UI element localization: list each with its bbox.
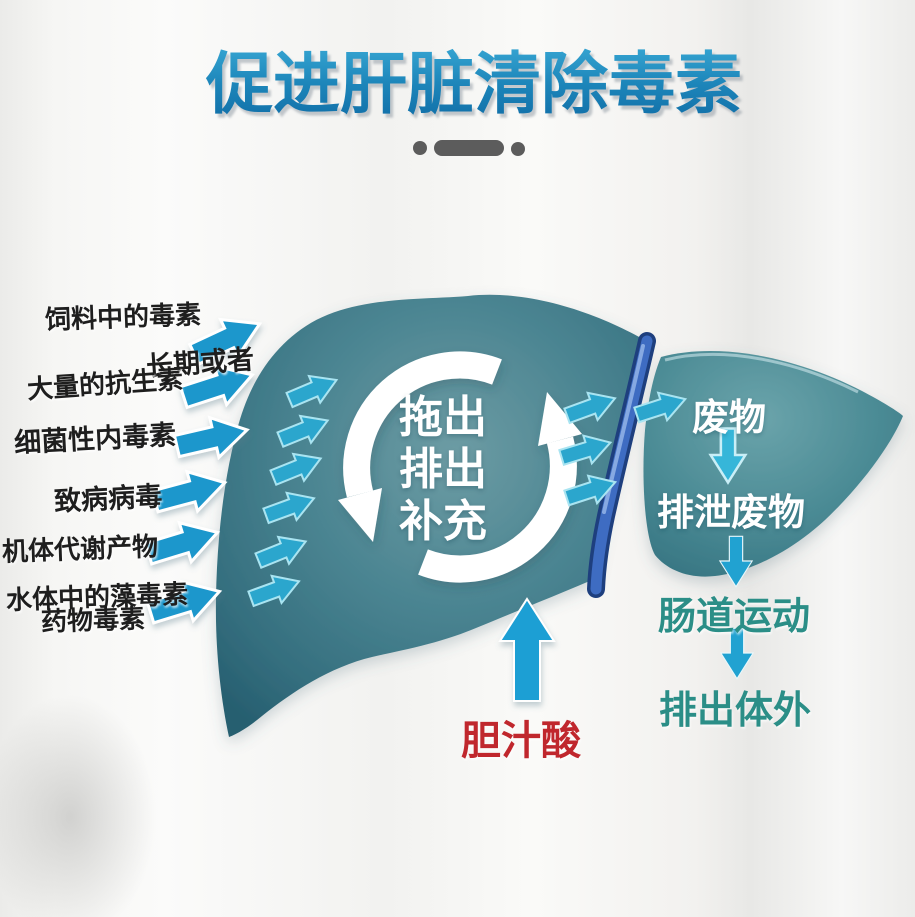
flow-step-excrete-waste: 排泄废物 (657, 491, 805, 534)
cycle-step-3: 补充 (399, 496, 487, 547)
flow-step-expel-body: 排出体外 (659, 688, 812, 732)
liver-right-lobe-highlight (664, 352, 859, 394)
divider-dot-left (413, 141, 427, 155)
liver-left-lobe (215, 294, 648, 737)
toxin-label-algae-line2: 药物毒素 (40, 604, 146, 638)
toxin-label-feed: 饲料中的毒素 (44, 300, 202, 336)
divider-bar (434, 140, 504, 156)
liver-right-lobe (643, 351, 903, 577)
background-shadow-blob (0, 647, 190, 917)
cycle-step-1: 拖出 (399, 392, 487, 443)
recycle-cycle-icon (338, 351, 582, 583)
toxin-label-virus: 致病病毒 (53, 481, 163, 518)
cycle-steps-text: 拖出 排出 补充 (363, 392, 523, 548)
flow-step-intestinal-motion: 肠道运动 (658, 594, 811, 638)
divider-dot-right (511, 142, 525, 156)
flow-step-waste: 废物 (692, 396, 766, 439)
cycle-step-2: 排出 (399, 444, 487, 495)
bile-acid-label: 胆汁酸 (461, 718, 581, 764)
page-title: 促进肝脏清除毒素 (200, 30, 748, 127)
bile-duct (587, 332, 656, 598)
toxin-label-metabolite: 机体代谢产物 (1, 532, 159, 568)
